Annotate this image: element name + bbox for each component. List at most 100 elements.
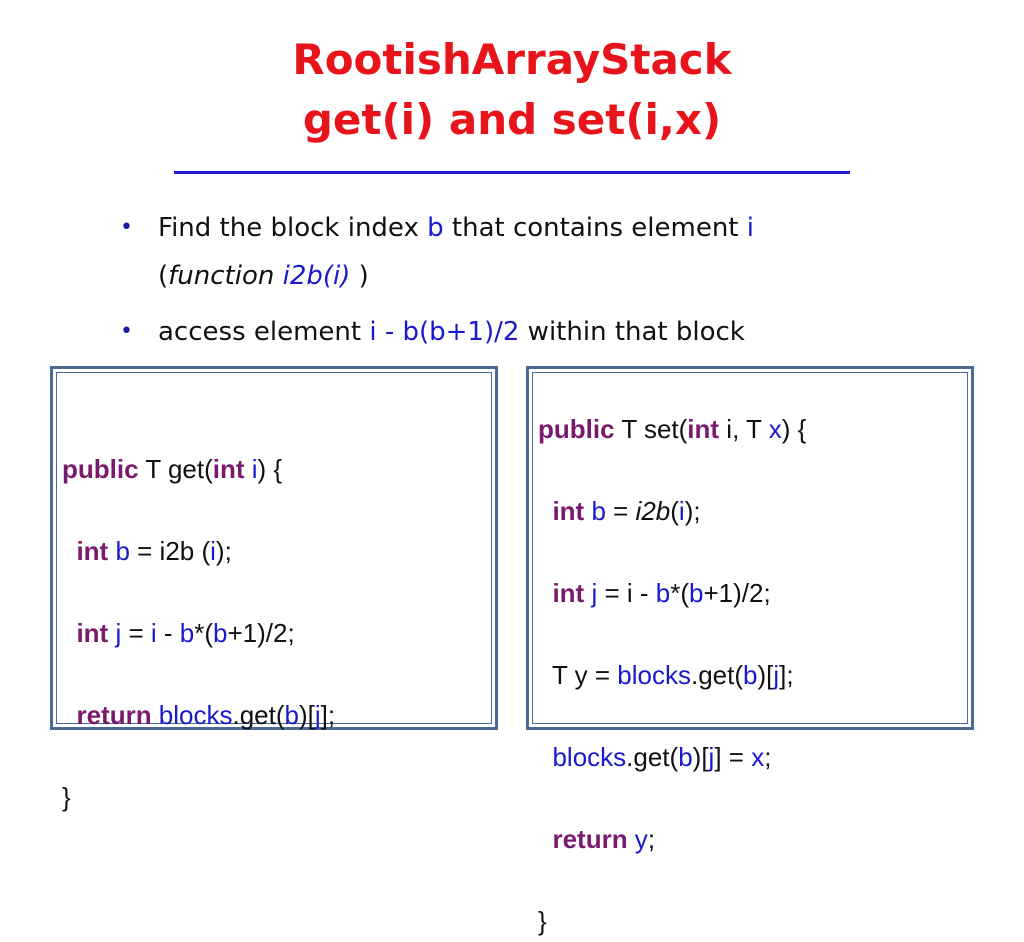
code-identifier: b: [213, 618, 228, 648]
code-text: +1)/2;: [227, 618, 295, 648]
bullet-block-index: • Find the block index b that contains e…: [118, 204, 938, 300]
code-text: T set(: [614, 414, 688, 444]
slide-title: RootishArrayStack: [292, 35, 732, 84]
code-identifier: b: [108, 536, 130, 566]
code-text: = i2b (: [129, 536, 211, 566]
code-identifier: j: [108, 618, 122, 648]
code-identifier: j: [584, 578, 598, 608]
code-identifier: i: [150, 618, 157, 648]
bullet-text: (: [158, 261, 169, 291]
bullet-line-2: (function i2b(i) ): [158, 252, 938, 300]
code-text: T y =: [551, 660, 618, 690]
code-identifier: i: [244, 454, 258, 484]
code-text: );: [684, 496, 701, 526]
code-text: -: [156, 618, 180, 648]
code-identifier: i: [678, 496, 685, 526]
code-text: }: [538, 906, 547, 936]
code-line: return blocks.get(b)[j];: [62, 695, 335, 736]
code-indent: [538, 496, 552, 526]
get-code-box: [50, 366, 498, 730]
set-code-listing: public T set(int i, T x) { int b = i2b(i…: [538, 409, 806, 942]
code-text: .get(: [232, 700, 285, 730]
bullet-access-element: • access element i - b(b+1)/2 within tha…: [118, 308, 938, 356]
code-identifier: i: [210, 536, 216, 566]
code-keyword: public: [62, 454, 139, 484]
code-text: ;: [764, 742, 772, 772]
code-text: *(: [670, 578, 689, 608]
bullet-text: access element: [158, 317, 370, 347]
code-keyword: int: [687, 414, 720, 444]
code-text: *(: [194, 618, 213, 648]
code-identifier: j: [773, 660, 780, 690]
code-line: int j = i - b*(b+1)/2;: [538, 573, 806, 614]
code-identifier: j: [314, 700, 321, 730]
code-identifier: y: [627, 824, 648, 854]
bullet-dot-icon: •: [120, 319, 133, 344]
code-identifier: blocks: [151, 700, 233, 730]
bullet-list: • Find the block index b that contains e…: [118, 204, 938, 356]
code-text: }: [62, 782, 71, 812]
code-line: int j = i - b*(b+1)/2;: [62, 613, 335, 654]
code-line: }: [538, 901, 806, 942]
bullet-dot-icon: •: [120, 215, 133, 240]
code-text: )[: [299, 700, 315, 730]
code-line: public T get(int i) {: [62, 449, 335, 490]
code-text: ) {: [781, 414, 807, 444]
code-line: return y;: [538, 819, 806, 860]
code-keyword: return: [552, 824, 628, 854]
bullet-line: access element i - b(b+1)/2 within that …: [158, 308, 938, 356]
code-indent: [62, 536, 76, 566]
title-divider: [174, 171, 850, 174]
code-function: i2b: [635, 496, 671, 526]
code-text: );: [215, 536, 232, 566]
code-text: ];: [320, 700, 336, 730]
code-keyword: int: [76, 536, 109, 566]
code-identifier: b: [584, 496, 606, 526]
code-indent: [62, 618, 76, 648]
code-text: (: [670, 496, 679, 526]
code-identifier: b: [688, 578, 704, 608]
code-text: i, T: [719, 414, 769, 444]
code-identifier: j: [708, 742, 715, 772]
bullet-text: Find the block index: [158, 213, 428, 243]
code-indent: [62, 700, 76, 730]
code-indent: [538, 660, 552, 690]
bullet-function-word: function: [168, 261, 283, 291]
get-code-listing: public T get(int i) { int b = i2b (i); i…: [62, 449, 335, 818]
code-text: ] =: [714, 742, 752, 772]
code-line: blocks.get(b)[j] = x;: [538, 737, 806, 778]
bullet-expression: i - b(b+1)/2: [369, 317, 520, 347]
code-keyword: return: [76, 700, 152, 730]
code-text: ];: [779, 660, 794, 690]
bullet-line-1: Find the block index b that contains ele…: [158, 204, 938, 252]
code-keyword: int: [552, 496, 585, 526]
code-text: )[: [692, 742, 709, 772]
code-text: )[: [757, 660, 774, 690]
code-indent: [538, 824, 552, 854]
code-keyword: int: [552, 578, 585, 608]
code-identifier: blocks: [552, 742, 627, 772]
code-identifier: x: [751, 742, 765, 772]
code-text: =: [605, 496, 636, 526]
code-text: .get(: [626, 742, 679, 772]
code-line: int b = i2b (i);: [62, 531, 335, 572]
code-identifier: b: [284, 700, 299, 730]
code-identifier: x: [768, 414, 782, 444]
code-line: int b = i2b(i);: [538, 491, 806, 532]
slide-subtitle: get(i) and set(i,x): [302, 95, 722, 144]
code-identifier: blocks: [617, 660, 691, 690]
code-text: .get(: [690, 660, 743, 690]
set-code-box: [526, 366, 974, 730]
code-identifier: b: [179, 618, 195, 648]
bullet-text: ): [350, 261, 369, 291]
bullet-var-i: i: [746, 213, 755, 243]
code-indent: [538, 578, 552, 608]
code-line: T y = blocks.get(b)[j];: [538, 655, 806, 696]
code-text: T get(: [138, 454, 213, 484]
code-identifier: b: [743, 660, 758, 690]
code-identifier: b: [655, 578, 671, 608]
code-text: = i -: [597, 578, 656, 608]
code-text: ) {: [257, 454, 283, 484]
code-text: +1)/2;: [703, 578, 771, 608]
bullet-function-call: i2b(i): [282, 261, 351, 291]
